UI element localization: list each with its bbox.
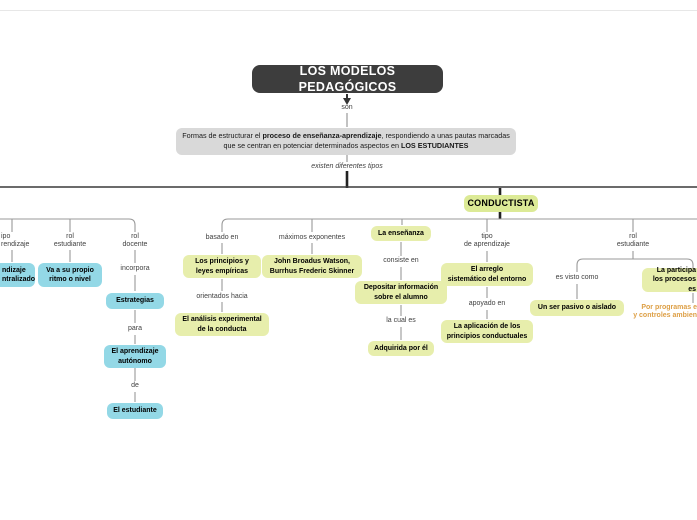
definition-bold-proceso: proceso de enseñanza-aprendizaje [262, 131, 382, 140]
definition-bold-estudiantes: LOS ESTUDIANTES [400, 141, 469, 151]
node-depositar-informacion[interactable]: Depositar información sobre el alumno [355, 281, 447, 304]
link-label-de[interactable]: de [131, 382, 139, 389]
node-aprendizaje-autonomo[interactable]: El aprendizaje autónomo [104, 345, 166, 368]
link-label-es-visto-como[interactable]: es visto como [555, 274, 599, 281]
node-principios-leyes[interactable]: Los principios y leyes empíricas [183, 255, 261, 278]
definition-text-2: , respondiendo a unas pautas marcadas qu… [223, 131, 510, 151]
link-label-son[interactable]: son [341, 104, 353, 111]
branch-label-rol-estudiante-conductista[interactable]: rol estudiante [616, 233, 650, 249]
node-analisis-experimental[interactable]: El análisis experimental de la conducta [175, 313, 269, 336]
link-label-maximos-exponentes[interactable]: máximos exponentes [278, 234, 346, 241]
link-label-existen-tipos[interactable]: existen diferentes tipos [311, 163, 383, 170]
node-conductista[interactable]: CONDUCTISTA [464, 195, 538, 212]
node-adquirida-por-el[interactable]: Adquirida por él [368, 341, 434, 356]
root-node[interactable]: LOS MODELOS PEDAGÓGICOS [252, 64, 443, 94]
link-label-por-programas[interactable]: Por programas e y controles ambien [633, 304, 697, 320]
branch-label-tipo-de-aprendizaje[interactable]: tipo de aprendizaje [464, 233, 510, 249]
node-participacion-procesos[interactable]: La participa los procesos es [642, 267, 697, 293]
node-watson-skinner[interactable]: John Broadus Watson, Burrhus Frederic Sk… [262, 255, 362, 278]
node-la-ensenanza[interactable]: La enseñanza [371, 226, 431, 241]
branch-label-rol-estudiante-left[interactable]: rol estudiante [53, 233, 87, 249]
canvas-top-border [0, 10, 697, 11]
link-label-basado-en[interactable]: basado en [205, 234, 239, 241]
node-ser-pasivo-aislado[interactable]: Un ser pasivo o aislado [530, 300, 624, 316]
node-ritmo-o-nivel[interactable]: Va a su propio ritmo o nivel [38, 263, 102, 287]
link-label-para[interactable]: para [127, 325, 143, 332]
link-label-orientados-hacia[interactable]: orientados hacia [196, 293, 248, 300]
node-aprendizaje-descentralizado[interactable]: ndizaje ntralizado [0, 263, 35, 287]
node-estrategias[interactable]: Estrategias [106, 293, 164, 309]
link-label-incorpora[interactable]: incorpora [120, 265, 150, 272]
node-aplicacion-principios[interactable]: La aplicación de los principios conductu… [441, 320, 533, 343]
link-label-consiste-en[interactable]: consiste en [383, 257, 419, 264]
branch-label-tipo-aprendizaje-left[interactable]: ipo rendizaje [1, 233, 30, 249]
link-label-apoyado-en[interactable]: apoyado en [468, 300, 506, 307]
branch-label-rol-docente[interactable]: rol docente [122, 233, 148, 249]
definition-node[interactable]: Formas de estructurar el proceso de ense… [176, 128, 516, 155]
definition-text: Formas de estructurar el [182, 131, 263, 140]
link-label-la-cual-es[interactable]: la cual es [386, 317, 416, 324]
node-arreglo-sistematico[interactable]: El arreglo sistemático del entorno [441, 263, 533, 286]
node-el-estudiante[interactable]: El estudiante [107, 403, 163, 419]
